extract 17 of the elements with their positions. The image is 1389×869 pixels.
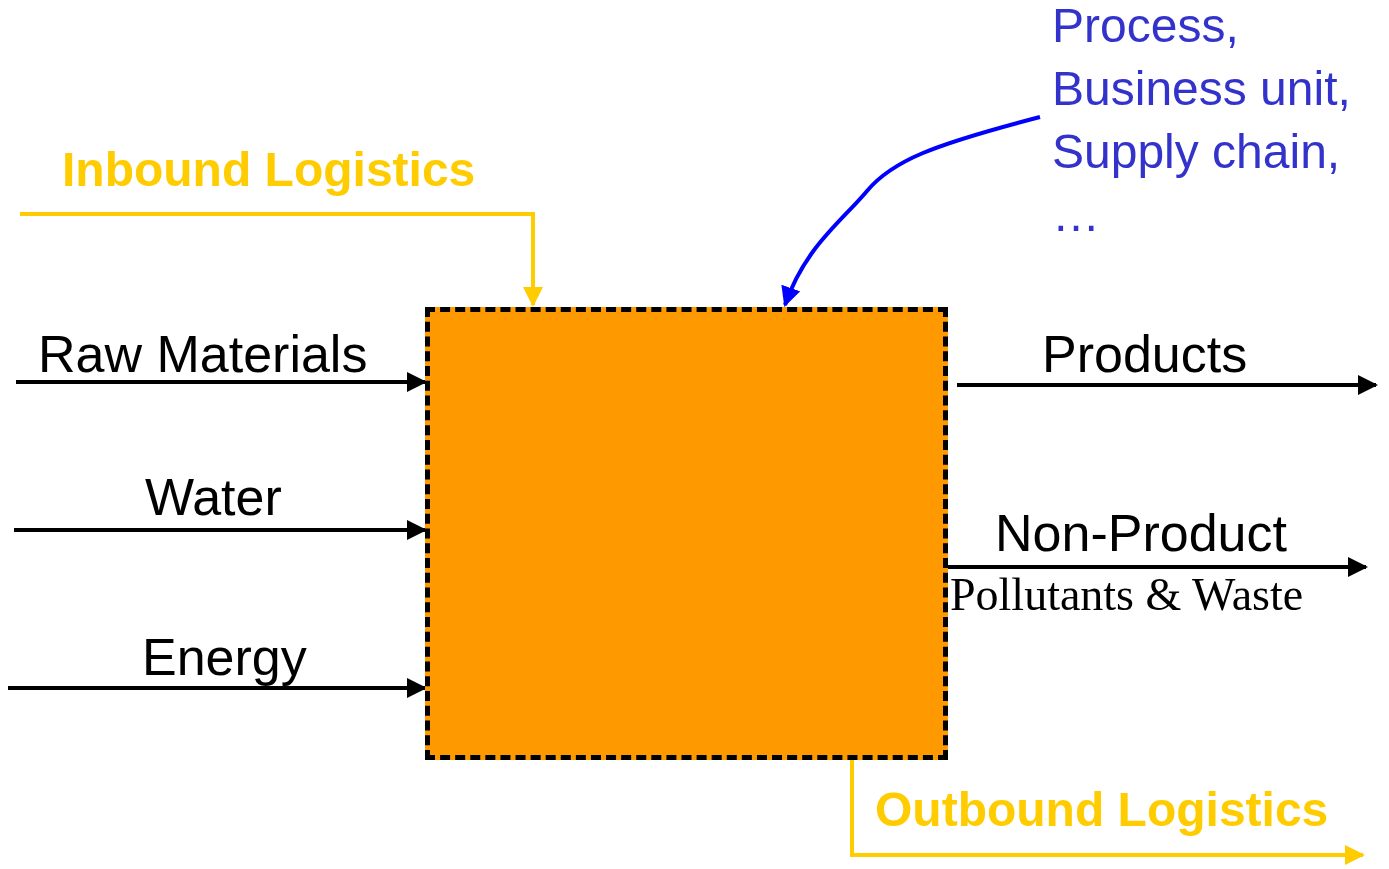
arrow <box>20 212 543 307</box>
edge-label: Outbound Logistics <box>875 786 1329 834</box>
arrow <box>948 557 1368 577</box>
arrow <box>957 375 1378 395</box>
arrow <box>14 520 427 540</box>
arrow <box>16 372 427 392</box>
edge-label: Products <box>1042 328 1248 380</box>
arrow <box>850 760 1365 865</box>
process-box <box>425 307 948 760</box>
edge-label: Water <box>145 471 282 523</box>
leader-arrow <box>782 115 1041 307</box>
edge-label: Raw Materials <box>38 328 368 380</box>
arrow <box>8 678 427 698</box>
output-note: Pollutants & Waste <box>950 572 1304 618</box>
edge-label: Inbound Logistics <box>62 146 476 194</box>
edge-label: Non-Product <box>995 507 1287 559</box>
callout-text: Process, Business unit, Supply chain, … <box>1052 0 1382 246</box>
